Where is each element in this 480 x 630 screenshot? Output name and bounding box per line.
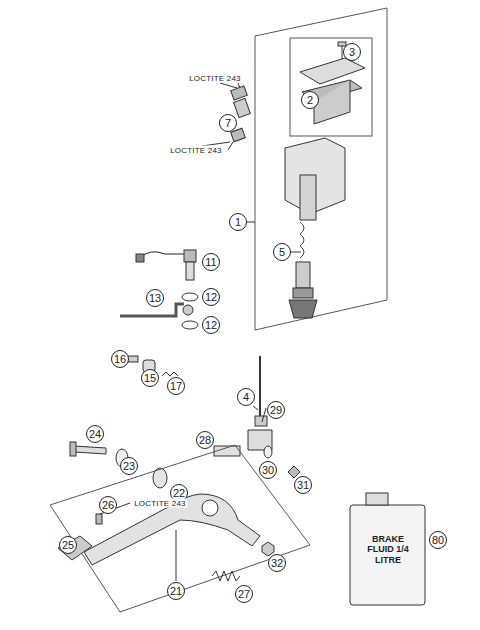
bottle-label: BRAKE FLUID 1/4 LITRE [359,534,417,565]
callout-number: 4 [237,388,255,406]
note-text: LOCTITE 243 [188,74,242,83]
callout-number: 80 [429,531,447,549]
callout-number: 21 [167,582,185,600]
callout-number: 28 [196,431,214,449]
callout-number: 16 [111,350,129,368]
note-text: LOCTITE 243 [169,146,223,155]
callout-number: 15 [141,369,159,387]
callout-number: 1 [229,213,247,231]
callout-number: 12 [202,316,220,334]
callout-number: 3 [343,43,361,61]
callout-number: 30 [259,461,277,479]
callout-number: 5 [273,243,291,261]
callout-number: 25 [59,536,77,554]
callout-number: 32 [268,554,286,572]
callout-number: 23 [120,457,138,475]
callout-number: 11 [202,253,220,271]
callout-number: 13 [146,289,164,307]
callout-number: 17 [167,377,185,395]
callout-number: 24 [86,425,104,443]
note-text: LOCTITE 243 [133,499,187,508]
callout-number: 7 [219,114,237,132]
callout-number: 2 [301,91,319,109]
callout-number: 26 [99,496,117,514]
callout-number: 31 [294,476,312,494]
callout-number: 29 [267,401,285,419]
callout-number: 27 [235,585,253,603]
callout-number: 12 [202,288,220,306]
